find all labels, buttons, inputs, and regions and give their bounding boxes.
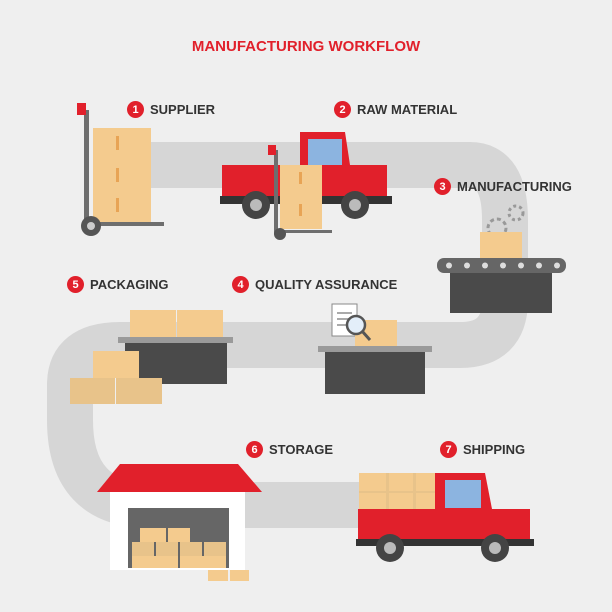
step-storage: 6 STORAGE <box>246 441 333 458</box>
inspection-icon <box>318 303 432 394</box>
step-manufacturing: 3 MANUFACTURING <box>434 178 572 195</box>
truck-icon <box>220 132 392 240</box>
step-label: PACKAGING <box>90 277 169 292</box>
step-number-badge: 5 <box>67 276 84 293</box>
step-number-badge: 1 <box>127 101 144 118</box>
step-label: SHIPPING <box>463 442 526 457</box>
step-number-badge: 3 <box>434 178 451 195</box>
step-quality-assurance: 4 QUALITY ASSURANCE <box>232 276 397 293</box>
step-packaging: 5 PACKAGING <box>67 276 168 293</box>
step-number-badge: 6 <box>246 441 263 458</box>
step-raw-material: 2 RAW MATERIAL <box>334 101 457 118</box>
step-label: SUPPLIER <box>150 102 216 117</box>
step-number-badge: 4 <box>232 276 249 293</box>
step-number-badge: 2 <box>334 101 351 118</box>
step-shipping: 7 SHIPPING <box>440 441 525 458</box>
step-label: STORAGE <box>269 442 334 457</box>
step-label: QUALITY ASSURANCE <box>255 277 398 292</box>
delivery-truck-icon <box>356 473 534 562</box>
step-supplier: 1 SUPPLIER <box>127 101 215 118</box>
step-number-badge: 7 <box>440 441 457 458</box>
step-label: RAW MATERIAL <box>357 102 458 117</box>
hand-truck-icon <box>77 103 164 236</box>
warehouse-icon <box>97 464 262 581</box>
step-label: MANUFACTURING <box>457 179 572 194</box>
workflow-path <box>47 142 528 528</box>
packing-table-icon <box>70 310 233 404</box>
conveyor-icon <box>437 204 566 313</box>
diagram-title: MANUFACTURING WORKFLOW <box>191 38 421 55</box>
